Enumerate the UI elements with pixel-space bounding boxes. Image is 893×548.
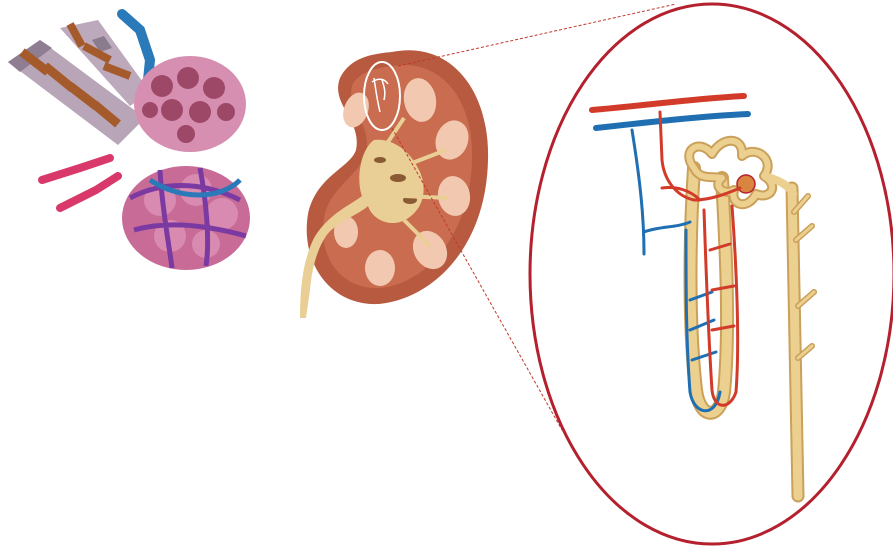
alveolar-sac-lower [122,166,250,270]
pulmonary-artery [42,158,118,208]
glomerulus [737,175,755,193]
bronchus-tube [8,20,150,145]
nephron-zoom-illustration [530,4,893,544]
kidney-cross-section-illustration [300,50,488,318]
lung-alveoli-illustration [8,14,250,270]
zoom-ring [530,4,893,544]
alveolar-sac-upper [134,56,246,152]
